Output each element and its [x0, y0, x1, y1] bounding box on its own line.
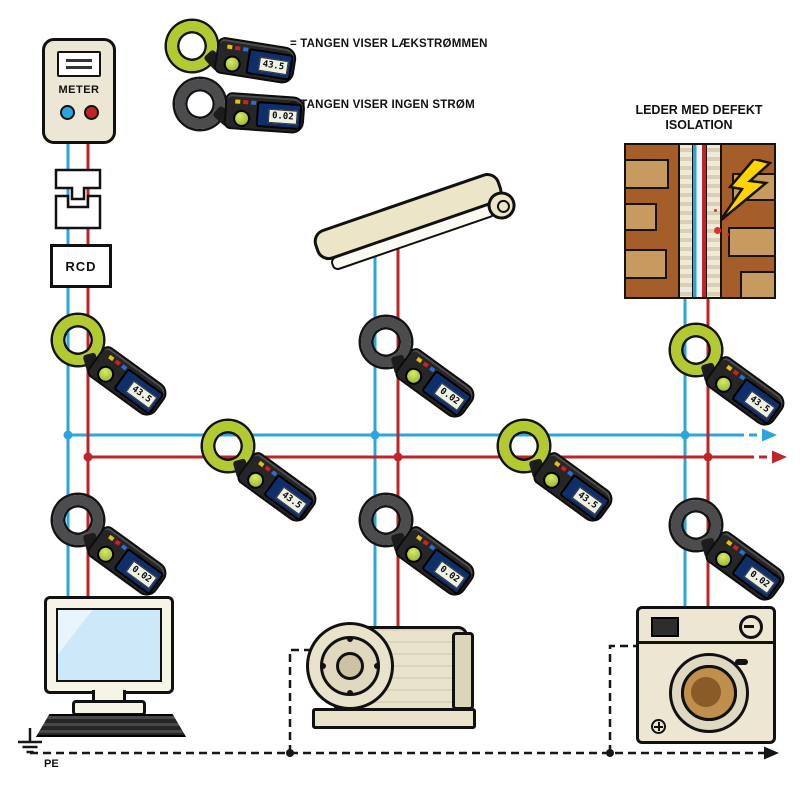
- monitor-bezel: [44, 596, 174, 694]
- clamp-reading: 43.5: [571, 486, 604, 515]
- legend-leak-text: = TANGEN VISER LÆKSTRØMMEN: [290, 38, 488, 50]
- electricity-meter: METER: [42, 38, 116, 144]
- clamp-reading: 43.5: [743, 390, 776, 419]
- motor-bolts-icon: [347, 636, 353, 642]
- arrow-right-icon: [772, 450, 787, 464]
- legend-zero-clamp-meter: 0.02: [173, 77, 309, 142]
- clamp-reading: 43.5: [257, 56, 289, 76]
- arrow-right-icon: [764, 746, 779, 760]
- clamp-reading: 0.02: [125, 560, 158, 589]
- washer-door: [669, 653, 749, 733]
- clamp-dial-icon: [711, 547, 736, 572]
- rcd-label: RCD: [65, 258, 97, 274]
- washer-screw-icon: [651, 719, 666, 734]
- motor-load: [306, 620, 478, 732]
- clamp-buttons-icon: [258, 460, 265, 468]
- clamp-screen: 43.5: [730, 377, 783, 426]
- clamp-buttons-icon: [108, 534, 115, 542]
- clamp-buttons-icon: [726, 364, 733, 372]
- connector-block: [50, 166, 106, 232]
- clamp-screen: 43.5: [558, 473, 611, 522]
- brick-icon: [626, 249, 667, 279]
- meter-label: METER: [58, 84, 100, 96]
- defect-insulation-picture: [624, 143, 776, 299]
- clamp-buttons-icon: [416, 534, 423, 542]
- clamp-screen: 43.5: [112, 367, 165, 416]
- red-terminal-icon: [83, 105, 99, 120]
- clamp-reading: 0.02: [267, 108, 298, 125]
- meter-display: [57, 51, 101, 77]
- blue-terminal-icon: [59, 105, 75, 120]
- clamp-reading: 43.5: [125, 380, 158, 409]
- defect-label-line2: ISOLATION: [665, 118, 733, 132]
- clamp-reading: 0.02: [433, 560, 466, 589]
- meter-terminals: [59, 105, 99, 120]
- lightning-icon: [720, 159, 772, 222]
- clamp-dial-icon: [222, 54, 242, 74]
- clamp-buttons-icon: [554, 460, 561, 468]
- washing-machine-load: [636, 606, 776, 744]
- clamp-buttons-icon: [108, 354, 115, 362]
- clamp-buttons-icon: [726, 539, 733, 547]
- clamp-buttons-icon: [227, 44, 233, 50]
- ground-symbol-icon: [18, 728, 42, 754]
- clamp-reading: 0.02: [743, 565, 776, 594]
- detergent-drawer-icon: [651, 617, 679, 637]
- rcd-box: RCD: [50, 244, 112, 288]
- clamp-jaw-icon: [173, 77, 227, 131]
- defect-insulation-label: LEDER MED DEFEKT ISOLATION: [604, 103, 794, 133]
- monitor-base: [72, 700, 146, 716]
- clamp-screen: 43.5: [262, 473, 315, 522]
- clamp-dial-icon: [93, 362, 118, 387]
- clamp-reading: 0.02: [433, 382, 466, 411]
- clamp-dial-icon: [401, 364, 426, 389]
- brick-icon: [740, 271, 774, 297]
- defect-label-line1: LEDER MED DEFEKT: [635, 103, 763, 117]
- clamp-dial-icon: [711, 372, 736, 397]
- arrow-right-icon: [762, 428, 777, 442]
- computer-load: [36, 596, 190, 737]
- monitor-screen: [56, 608, 162, 682]
- washer-door-handle-icon: [735, 659, 748, 665]
- clamp-dial-icon: [401, 542, 426, 567]
- clamp-dial-icon: [539, 468, 564, 493]
- washer-control-panel: [639, 609, 773, 644]
- clamp-reading: 43.5: [275, 486, 308, 515]
- motor-end-cap: [452, 632, 474, 710]
- clamp-screen: 0.02: [420, 369, 473, 418]
- motor-face: [306, 622, 394, 710]
- clamp-dial-icon: [243, 468, 268, 493]
- clamp-buttons-icon: [416, 356, 423, 364]
- motor-base: [312, 708, 476, 729]
- clamp-dial-icon: [232, 109, 251, 128]
- keyboard-icon: [36, 714, 186, 737]
- blue-wires: [63, 138, 777, 640]
- washer-drum: [681, 665, 737, 721]
- washer-body: [636, 606, 776, 744]
- legend-zero-text: = TANGEN VISER INGEN STRØM: [290, 99, 475, 111]
- clamp-body: 43.5: [213, 36, 298, 86]
- connector-icon: [54, 168, 102, 230]
- brick-icon: [728, 227, 774, 257]
- cable-icon: [692, 145, 707, 297]
- clamp-screen: 0.02: [420, 547, 473, 596]
- spark-icon: [714, 227, 721, 234]
- brick-icon: [626, 159, 669, 189]
- brick-icon: [626, 203, 657, 231]
- clamp-buttons-icon: [235, 99, 241, 104]
- washer-knob-icon: [739, 615, 763, 639]
- clamp-screen: 43.5: [245, 48, 294, 81]
- pe-label: PE: [44, 758, 59, 770]
- clamp-screen: 0.02: [730, 552, 783, 601]
- clamp-dial-icon: [93, 542, 118, 567]
- clamp-screen: 0.02: [112, 547, 165, 596]
